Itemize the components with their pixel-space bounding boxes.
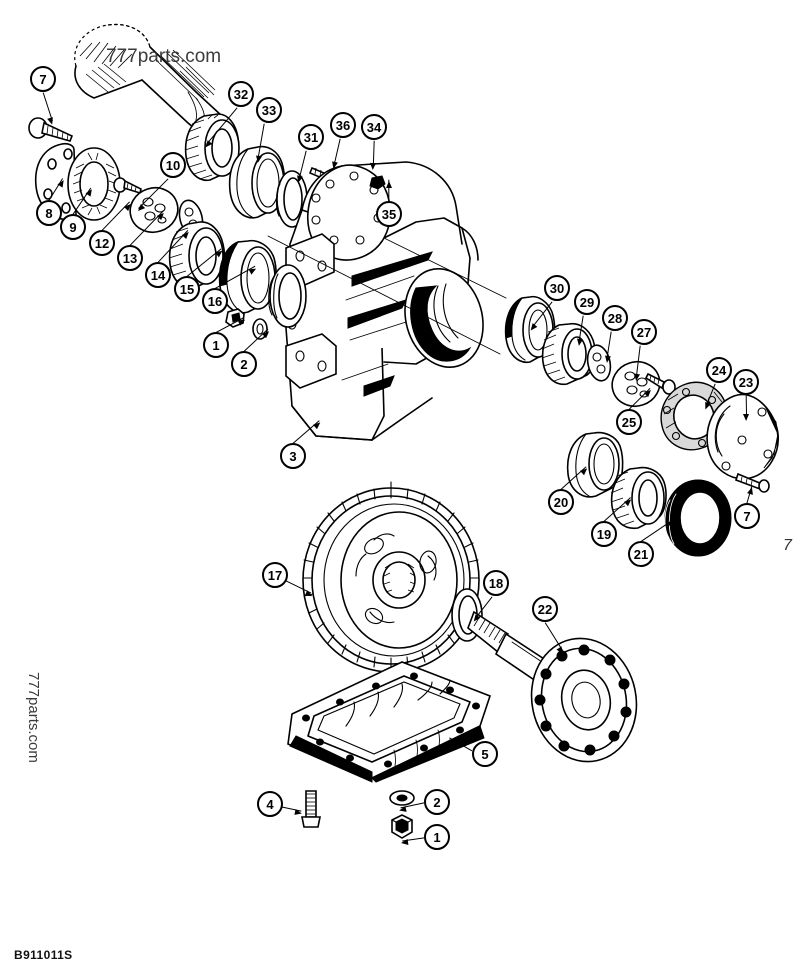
bearing-cup-33 bbox=[224, 143, 290, 223]
callout-arrowhead bbox=[370, 162, 377, 171]
callout-13[interactable]: 13 bbox=[117, 245, 143, 271]
callout-21[interactable]: 21 bbox=[628, 541, 654, 567]
callout-16[interactable]: 16 bbox=[202, 288, 228, 314]
bolt-7-upper bbox=[26, 114, 92, 150]
axle-shaft bbox=[467, 596, 658, 776]
callout-1[interactable]: 1 bbox=[203, 332, 229, 358]
callout-33[interactable]: 33 bbox=[256, 97, 282, 123]
callout-23[interactable]: 23 bbox=[733, 369, 759, 395]
callout-35[interactable]: 35 bbox=[376, 201, 402, 227]
callout-2[interactable]: 2 bbox=[231, 351, 257, 377]
callout-15[interactable]: 15 bbox=[174, 276, 200, 302]
bearing-cup-15 bbox=[212, 236, 282, 320]
bearing-retainer-27 bbox=[608, 356, 666, 412]
seal-ring-31 bbox=[272, 168, 312, 230]
differential-carrier-housing bbox=[256, 148, 508, 450]
callout-25[interactable]: 25 bbox=[616, 409, 642, 435]
callout-32[interactable]: 32 bbox=[228, 81, 254, 107]
callout-7[interactable]: 7 bbox=[30, 66, 56, 92]
callout-arrowhead bbox=[603, 355, 611, 364]
callout-arrowhead bbox=[254, 155, 262, 163]
washer-28 bbox=[584, 342, 614, 384]
callout-14[interactable]: 14 bbox=[145, 262, 171, 288]
seal-ring-16 bbox=[262, 262, 314, 330]
bolt-25 bbox=[640, 368, 676, 396]
bearing-retainer-12 bbox=[126, 182, 184, 238]
callout-18[interactable]: 18 bbox=[483, 570, 509, 596]
figure-code: B911011S bbox=[14, 948, 73, 962]
callout-5[interactable]: 5 bbox=[472, 741, 498, 767]
edge-mark: 7 bbox=[783, 537, 792, 554]
bolt-10 bbox=[113, 176, 147, 198]
callout-22[interactable]: 22 bbox=[532, 596, 558, 622]
callout-8[interactable]: 8 bbox=[36, 200, 62, 226]
taper-bearing-19 bbox=[608, 464, 674, 534]
watermark-top: 777parts.com bbox=[106, 46, 222, 67]
callout-4[interactable]: 4 bbox=[257, 791, 283, 817]
watermark-left: 777parts.com bbox=[25, 672, 42, 763]
callout-2[interactable]: 2 bbox=[424, 789, 450, 815]
callout-24[interactable]: 24 bbox=[706, 357, 732, 383]
callout-36[interactable]: 36 bbox=[330, 112, 356, 138]
callout-19[interactable]: 19 bbox=[591, 521, 617, 547]
taper-bearing-29 bbox=[539, 320, 601, 390]
callout-1[interactable]: 1 bbox=[424, 824, 450, 850]
washer-2-bottom bbox=[388, 789, 416, 807]
callout-arrowhead bbox=[743, 413, 750, 422]
callout-27[interactable]: 27 bbox=[631, 319, 657, 345]
callout-17[interactable]: 17 bbox=[262, 562, 288, 588]
callout-arrowhead bbox=[400, 839, 409, 847]
callout-28[interactable]: 28 bbox=[602, 305, 628, 331]
callout-34[interactable]: 34 bbox=[361, 114, 387, 140]
taper-bearing-32 bbox=[182, 110, 244, 186]
callout-3[interactable]: 3 bbox=[280, 443, 306, 469]
callout-arrowhead bbox=[386, 181, 392, 188]
callout-arrowhead bbox=[632, 373, 640, 382]
bolt-4 bbox=[298, 789, 324, 831]
oil-seal-21 bbox=[660, 478, 736, 558]
callout-9[interactable]: 9 bbox=[60, 214, 86, 240]
callout-20[interactable]: 20 bbox=[548, 489, 574, 515]
nut-1-bottom bbox=[386, 812, 418, 842]
callout-10[interactable]: 10 bbox=[160, 152, 186, 178]
callout-12[interactable]: 12 bbox=[89, 230, 115, 256]
bearing-end-cover bbox=[700, 392, 786, 493]
callout-29[interactable]: 29 bbox=[574, 289, 600, 315]
bottom-cover-pan bbox=[284, 660, 498, 783]
callout-7[interactable]: 7 bbox=[734, 503, 760, 529]
ring-gear bbox=[296, 481, 486, 676]
callout-arrowhead bbox=[575, 338, 583, 347]
callout-31[interactable]: 31 bbox=[298, 124, 324, 150]
callout-30[interactable]: 30 bbox=[544, 275, 570, 301]
